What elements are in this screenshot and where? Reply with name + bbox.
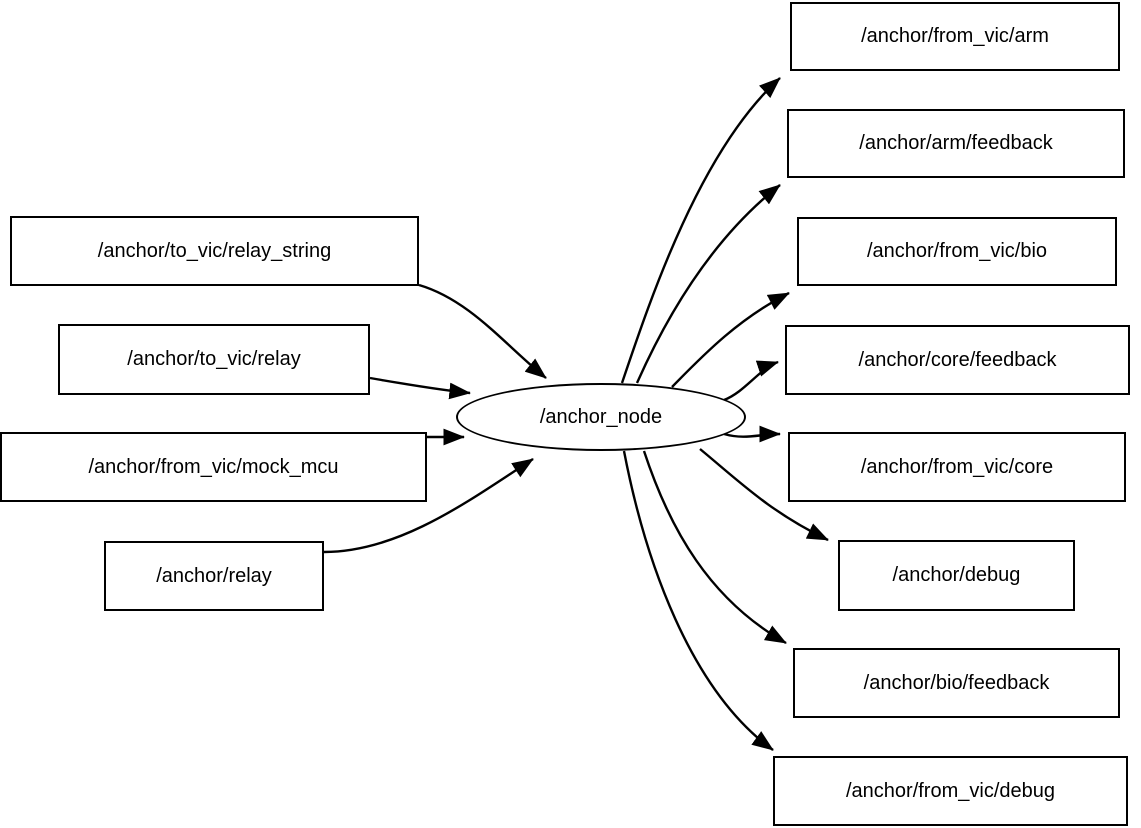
topic-box-from-vic-arm[interactable]: /anchor/from_vic/arm [790,2,1120,71]
topic-label: /anchor/arm/feedback [859,132,1053,154]
topic-label: /anchor/from_vic/bio [866,240,1048,262]
topic-label: /anchor/core/feedback [858,348,1057,371]
edge-node-to-core-feedback [723,360,779,402]
topic-label: /anchor/from_vic/core [860,455,1054,478]
topic-box-to-vic-relay[interactable]: /anchor/to_vic/relay [58,324,370,395]
node-anchor-node[interactable]: /anchor_node [456,383,746,451]
edge-node-to-bio-feedback [642,450,787,645]
edge-relay-to-node [369,376,471,400]
topic-box-from-vic-bio[interactable]: /anchor/from_vic/bio [797,217,1117,286]
topic-label: /anchor/from_vic/arm [861,25,1049,47]
topic-box-arm-feedback[interactable]: /anchor/arm/feedback [787,109,1125,178]
edge-node-to-from-vic-bio [671,291,790,388]
edge-relay-string-to-node [418,283,547,379]
topic-label: /anchor/to_vic/relay_string [97,239,332,262]
topic-label: /anchor/debug [892,564,1021,586]
topic-box-debug[interactable]: /anchor/debug [838,540,1075,611]
edge-node-to-arm-feedback [635,184,781,384]
edge-node-to-debug [699,448,829,542]
topic-label: /anchor/to_vic/relay [127,348,301,370]
topic-box-bio-feedback[interactable]: /anchor/bio/feedback [793,648,1120,718]
topic-box-from-vic-debug[interactable]: /anchor/from_vic/debug [773,756,1128,826]
topic-box-to-vic-relay-string[interactable]: /anchor/to_vic/relay_string [10,216,419,286]
edge-node-to-from-vic-core [723,425,781,443]
topic-label: /anchor/from_vic/debug [845,779,1055,802]
topic-box-core-feedback[interactable]: /anchor/core/feedback [785,325,1130,395]
edge-node-to-from-vic-arm [620,77,781,384]
topic-box-from-vic-mock-mcu[interactable]: /anchor/from_vic/mock_mcu [0,432,427,502]
topic-label: /anchor/from_vic/mock_mcu [88,455,339,478]
topic-label: /anchor/bio/feedback [863,671,1050,694]
node-anchor-node-label: /anchor_node [539,405,663,428]
topic-box-relay[interactable]: /anchor/relay [104,541,324,611]
edge-relay-to-node-2 [323,457,534,554]
topic-label: /anchor/relay [156,564,272,587]
topic-box-from-vic-core[interactable]: /anchor/from_vic/core [788,432,1126,502]
edge-node-to-from-vic-debug [622,450,774,751]
